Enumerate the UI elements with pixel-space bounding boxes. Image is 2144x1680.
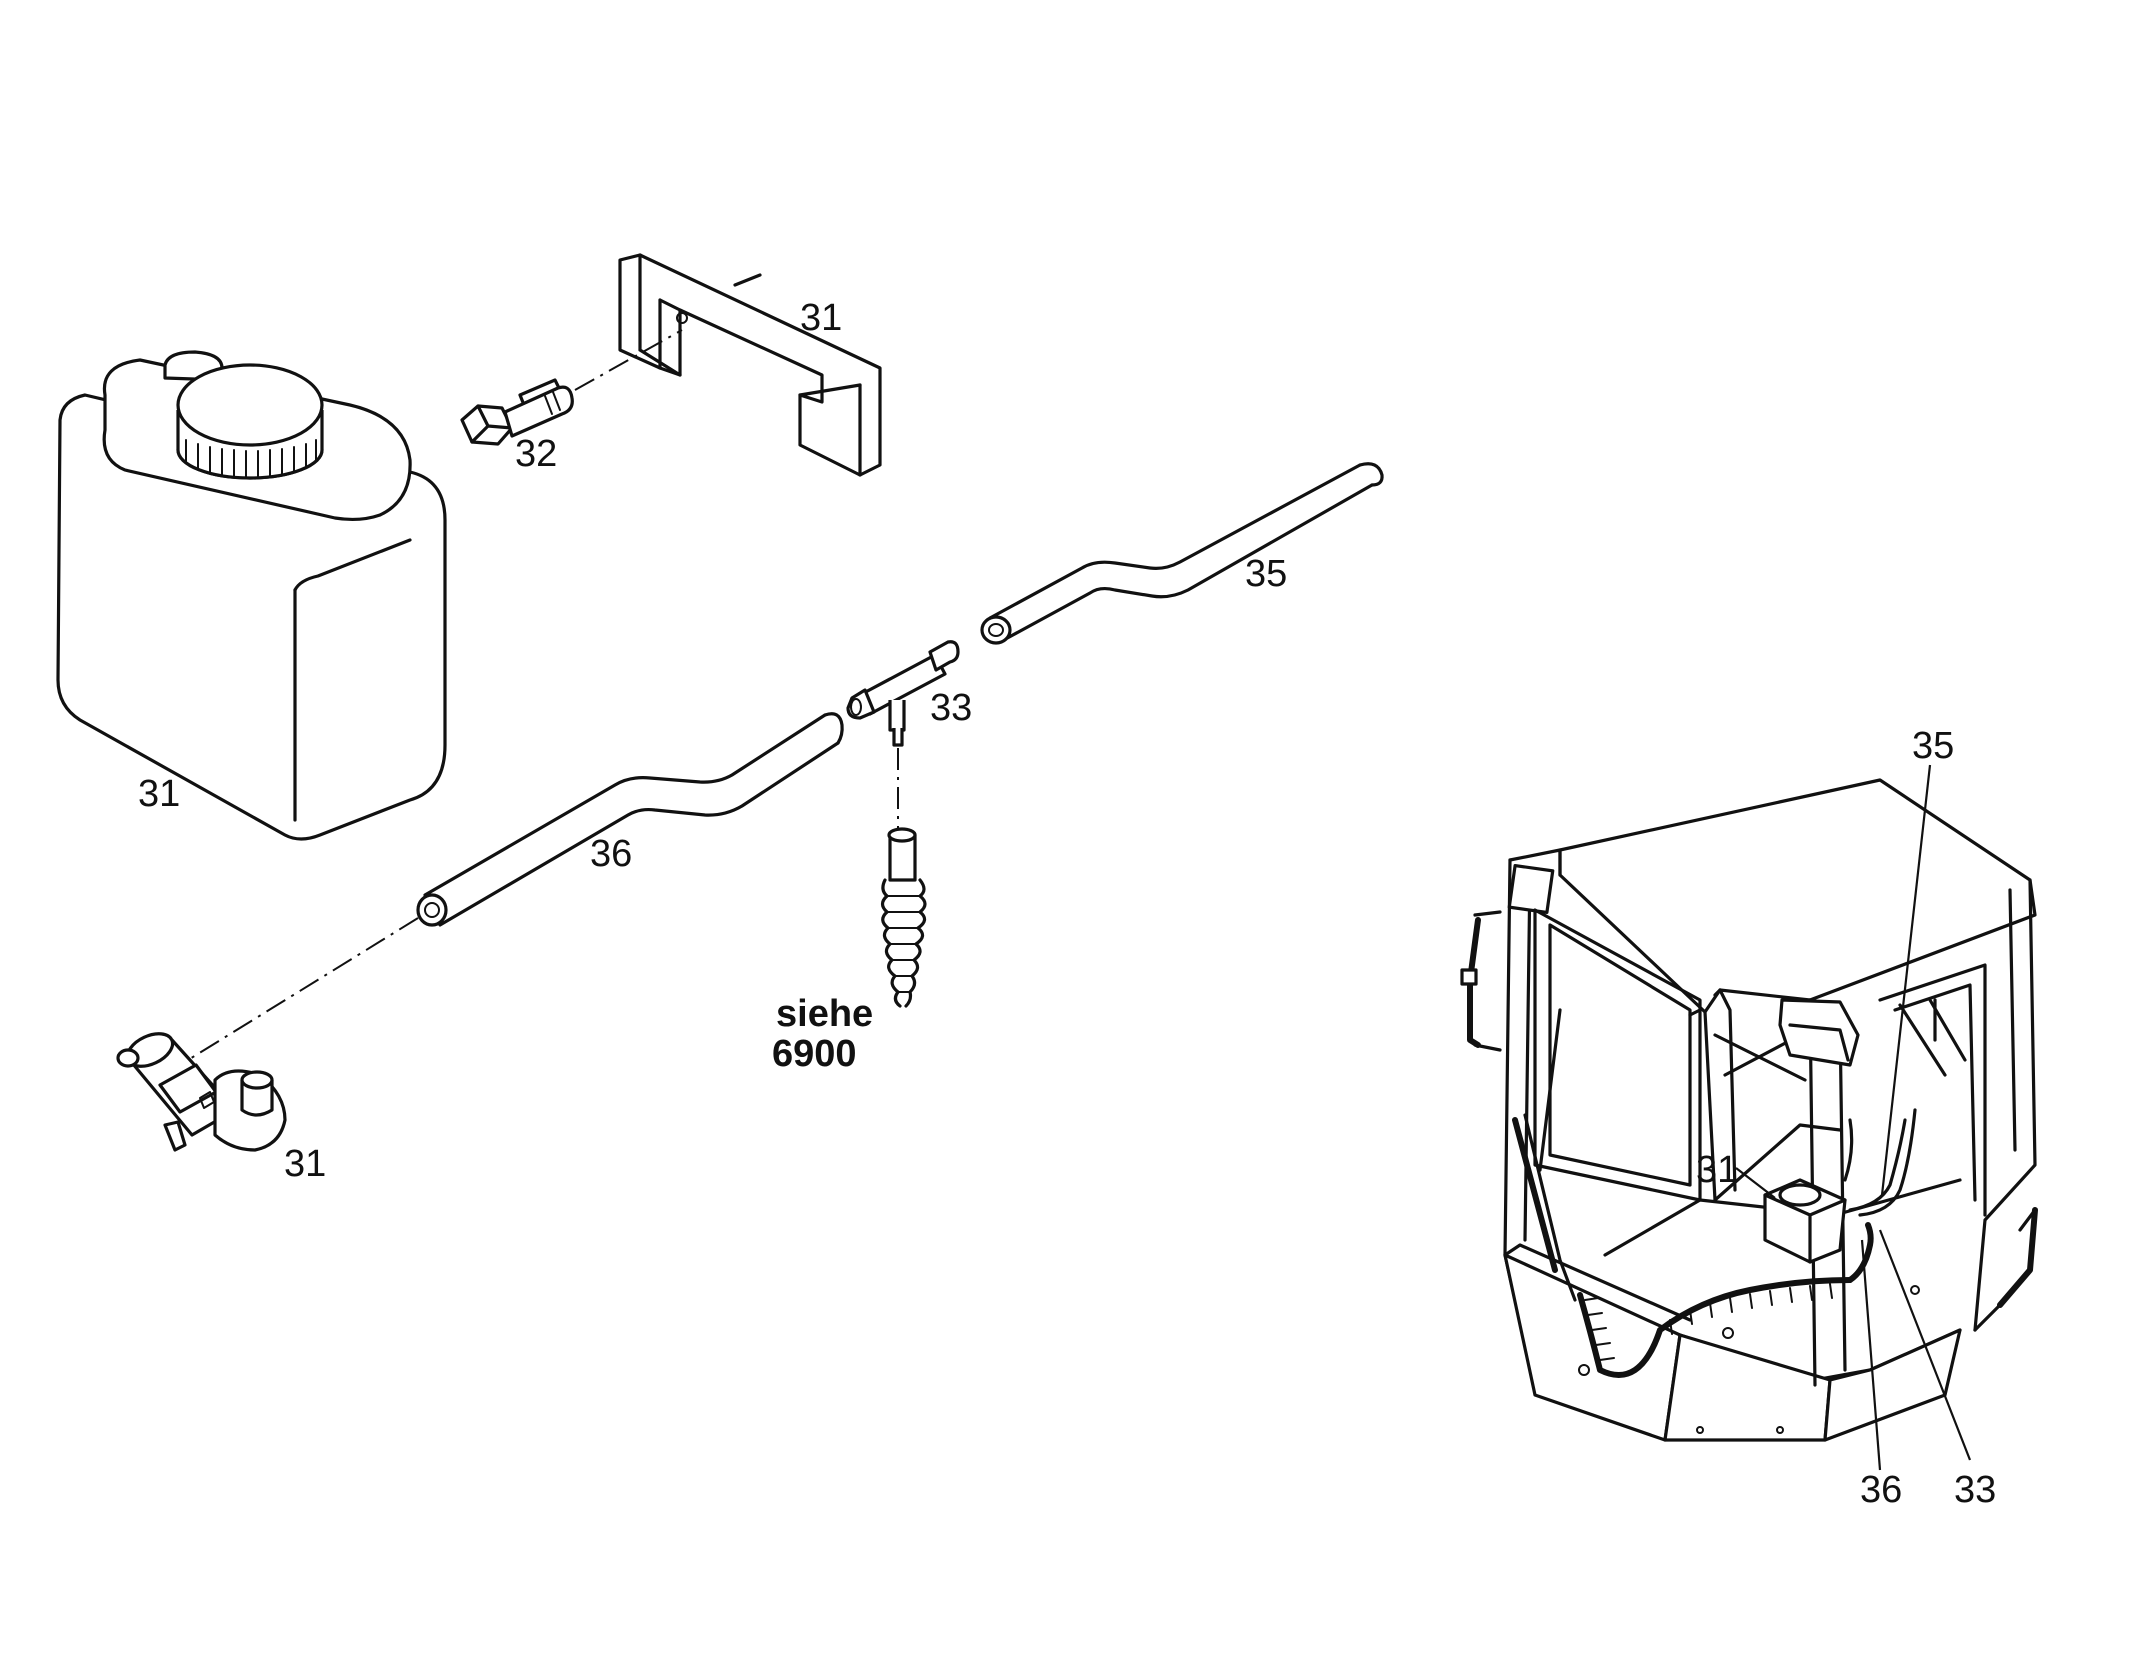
washer-fluid-tank xyxy=(56,350,447,841)
tee-connector xyxy=(846,640,960,830)
part-labels: 31 31 32 35 33 36 31 siehe 6900 31 35 36… xyxy=(138,297,1996,1511)
label-cab-31: 31 xyxy=(1696,1149,1738,1191)
label-see-reference-line1: siehe xyxy=(776,993,873,1035)
label-cab-33: 33 xyxy=(1954,1469,1996,1511)
label-bracket: 31 xyxy=(800,297,842,339)
bolt xyxy=(460,329,683,446)
label-pump: 31 xyxy=(284,1143,326,1185)
corrugated-hose xyxy=(880,827,927,1008)
label-tank: 31 xyxy=(138,773,180,815)
hose-35 xyxy=(980,462,1384,645)
label-cab-36: 36 xyxy=(1860,1469,1902,1511)
label-tee: 33 xyxy=(930,687,972,729)
tank-bracket xyxy=(618,253,882,477)
washer-pump xyxy=(116,1032,287,1152)
label-hose-35: 35 xyxy=(1245,553,1287,595)
label-hose-36: 36 xyxy=(590,833,632,875)
hose-36 xyxy=(179,712,844,1066)
label-cab-35: 35 xyxy=(1912,725,1954,767)
label-see-reference-line2: 6900 xyxy=(772,1033,857,1075)
cab-assembly-view xyxy=(1460,764,2038,1471)
label-bolt: 32 xyxy=(515,433,557,475)
